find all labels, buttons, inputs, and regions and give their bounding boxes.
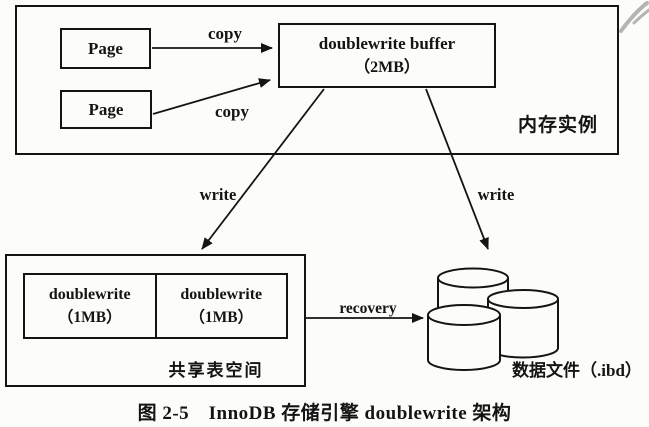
shared-tablespace-label: 共享表空间 xyxy=(168,361,264,380)
write-label-right: write xyxy=(477,185,515,204)
page-box-1: Page xyxy=(60,28,151,69)
write-arrow-right xyxy=(425,88,489,250)
copy-label-2: copy xyxy=(215,102,249,121)
copy-label-1: copy xyxy=(208,24,242,43)
page-corner-scan-mark xyxy=(619,1,649,33)
page-box-2: Page xyxy=(60,90,152,129)
segment-2-size: （1MB） xyxy=(189,309,254,327)
figure-caption: 图 2-5 InnoDB 存储引擎 doublewrite 架构 xyxy=(137,403,512,424)
database-cylinder-front-icon xyxy=(427,304,501,371)
doublewrite-segment-1: doublewrite （1MB） xyxy=(25,275,157,337)
page-2-label: Page xyxy=(88,99,124,119)
write-arrow-left xyxy=(201,88,325,250)
database-cylinders-icon xyxy=(427,267,559,371)
doublewrite-segments-box: doublewrite （1MB） doublewrite （1MB） xyxy=(23,273,288,339)
doublewrite-segment-2: doublewrite （1MB） xyxy=(157,275,287,337)
copy-arrow-2 xyxy=(152,78,271,115)
page-1-label: Page xyxy=(88,38,123,58)
data-files-label: 数据文件（.ibd） xyxy=(512,361,642,380)
doublewrite-buffer-box: doublewrite buffer （2MB） xyxy=(278,23,496,88)
segment-2-label: doublewrite xyxy=(180,286,263,304)
doublewrite-buffer-label: doublewrite buffer xyxy=(318,34,456,54)
doublewrite-buffer-size: （2MB） xyxy=(354,59,420,77)
memory-instance-label: 内存实例 xyxy=(517,115,598,136)
segment-1-label: doublewrite xyxy=(48,286,131,304)
recovery-label: recovery xyxy=(339,300,397,317)
memory-instance-box xyxy=(15,5,619,155)
write-label-left: write xyxy=(199,185,237,204)
shared-tablespace-box xyxy=(5,254,306,387)
segment-1-size: （1MB） xyxy=(57,309,122,327)
